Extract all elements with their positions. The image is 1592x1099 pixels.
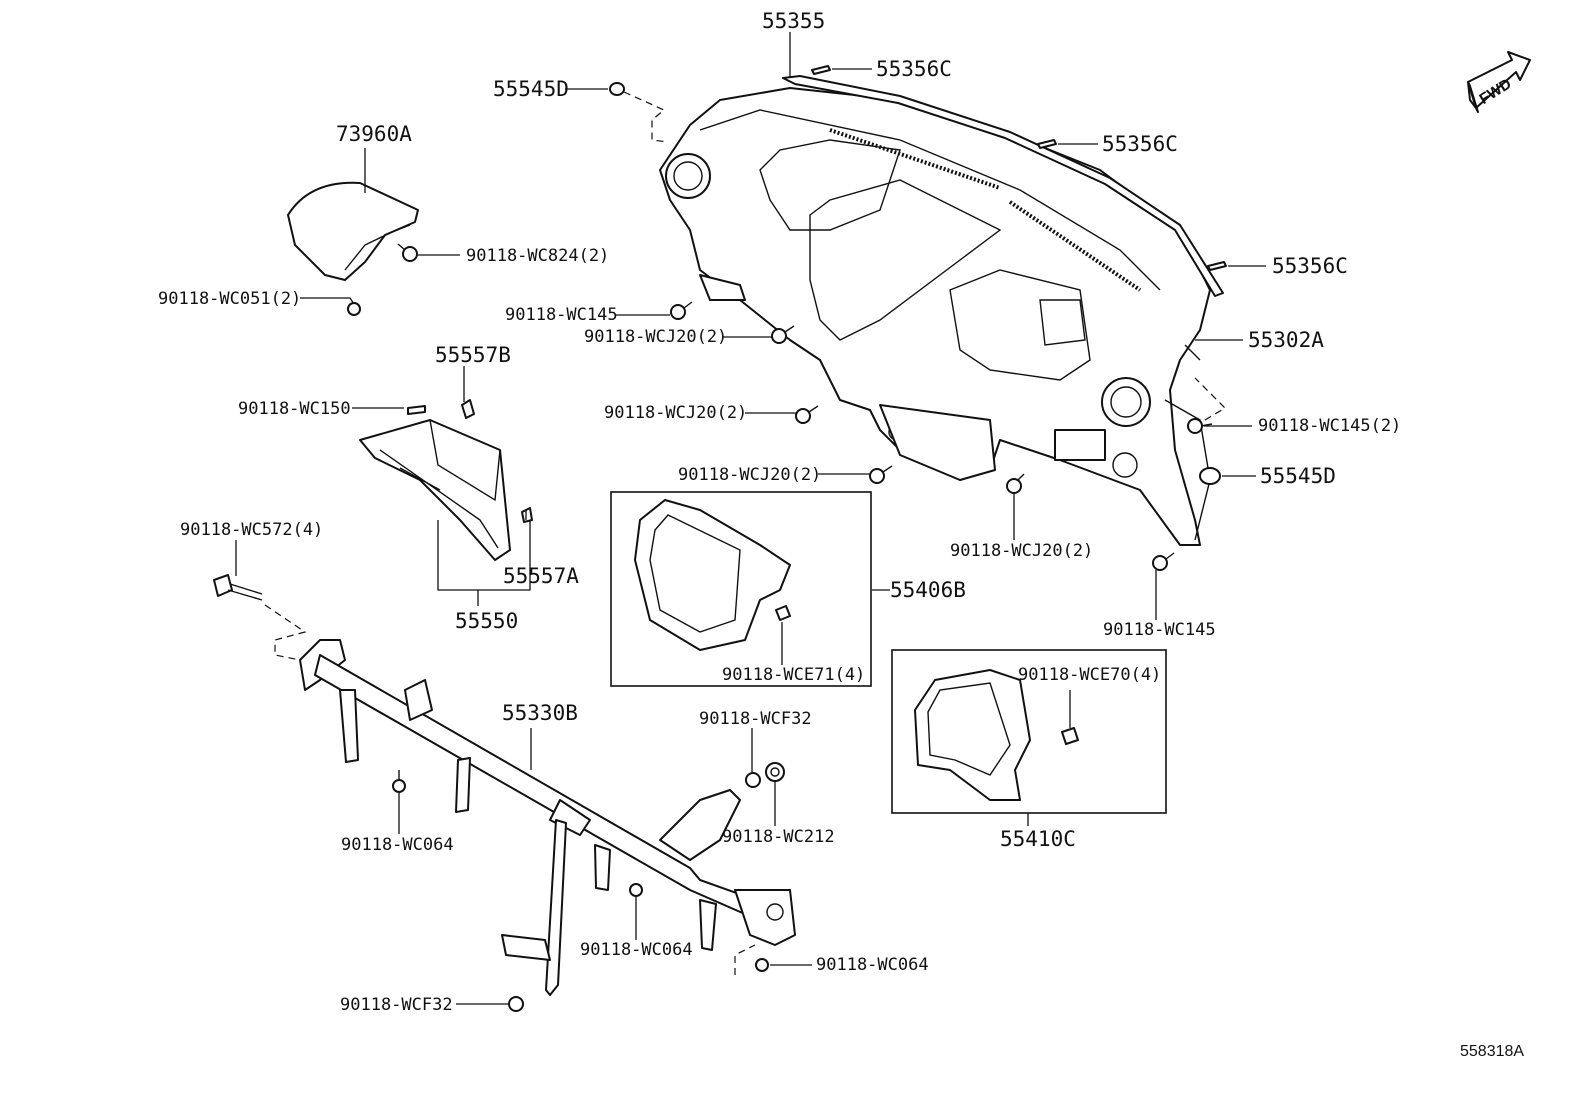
box-55410c (891, 649, 1167, 814)
glove-box-55550 (359, 399, 533, 561)
clip-wce71 (775, 605, 791, 621)
screw-wcj20-2 (795, 405, 819, 424)
screw-wc064-1 (392, 770, 406, 793)
screw-wc824 (397, 243, 418, 262)
bolt-wcf32-2 (508, 996, 524, 1012)
label-wc051: 90118-WC051(2) (158, 289, 301, 309)
diagram-id: 558318A (1460, 1043, 1524, 1060)
grommet-55545d-2 (1199, 467, 1221, 485)
label-wcj20-3: 90118-WCJ20(2) (678, 465, 821, 485)
bezel-55406b (634, 499, 791, 651)
label-wcj20-1: 90118-WCJ20(2) (584, 327, 727, 347)
screw-wc064-3 (755, 958, 769, 972)
clip-wce70 (1061, 727, 1079, 745)
label-wc064-2: 90118-WC064 (580, 940, 693, 960)
screw-wc145-1 (670, 301, 693, 320)
labels: 55355 55356C 55356C 55356C 55545D 73960A… (158, 9, 1524, 1060)
screw-wc145-3 (1152, 552, 1175, 571)
label-55355: 55355 (762, 9, 825, 33)
bolt-wc572 (213, 574, 263, 601)
screw-wc145-2 (1187, 418, 1213, 434)
grommet-55545d-1 (609, 82, 625, 96)
dashboard-panel (659, 87, 1211, 546)
screw-wcj20-1 (771, 325, 795, 344)
label-55557a: 55557A (503, 564, 579, 588)
clip-55557b (461, 399, 475, 419)
label-wce71: 90118-WCE71(4) (722, 665, 865, 685)
label-55356c-3: 55356C (1272, 254, 1348, 278)
label-55545d-1: 55545D (493, 77, 569, 101)
label-55330b: 55330B (502, 701, 578, 725)
label-wcj20-2: 90118-WCJ20(2) (604, 403, 747, 423)
label-55557b: 55557B (435, 343, 511, 367)
label-55545d-2: 55545D (1260, 464, 1336, 488)
clip-55356c-1 (811, 65, 831, 75)
cover-73960a (287, 181, 419, 316)
label-wc064-1: 90118-WC064 (341, 835, 454, 855)
box-55406b (610, 491, 872, 687)
screw-wc064-2 (629, 883, 643, 897)
nut-wc212 (765, 762, 785, 782)
label-55302a: 55302A (1248, 328, 1324, 352)
label-wce70: 90118-WCE70(4) (1018, 665, 1161, 685)
label-55550: 55550 (455, 609, 518, 633)
leader-lines (235, 32, 1266, 1005)
label-73960a: 73960A (336, 122, 412, 146)
bolt-wcf32-1 (745, 772, 761, 788)
label-wcf32-1: 90118-WCF32 (699, 709, 812, 729)
label-55406b: 55406B (890, 578, 966, 602)
label-wcf32-2: 90118-WCF32 (340, 995, 453, 1015)
label-wc145-3: 90118-WC145 (1103, 620, 1216, 640)
label-wcj20-4: 90118-WCJ20(2) (950, 541, 1093, 561)
screw-wc150 (407, 405, 426, 415)
label-wc572: 90118-WC572(4) (180, 520, 323, 540)
label-55356c-2: 55356C (1102, 132, 1178, 156)
fwd-arrow-icon: FWD (1467, 51, 1531, 113)
clip-wc051 (347, 302, 361, 316)
defroster-strip (782, 75, 1224, 297)
clip-55557a (521, 507, 533, 523)
screw-wcj20-4 (1006, 473, 1025, 494)
label-55356c-1: 55356C (876, 57, 952, 81)
label-wc212: 90118-WC212 (722, 827, 835, 847)
clip-55356c-2 (1037, 139, 1057, 149)
label-wc824: 90118-WC824(2) (466, 246, 609, 266)
label-wc150: 90118-WC150 (238, 399, 351, 419)
label-wc145-2: 90118-WC145(2) (1258, 416, 1401, 436)
screw-wcj20-3 (869, 465, 893, 484)
label-wc064-3: 90118-WC064 (816, 955, 929, 975)
hood-55410c (914, 669, 1079, 801)
label-55410c: 55410C (1000, 827, 1076, 851)
label-wc145-1: 90118-WC145 (505, 305, 618, 325)
clip-55356c-3 (1207, 261, 1227, 271)
reinforcement-55330b (213, 574, 796, 1012)
